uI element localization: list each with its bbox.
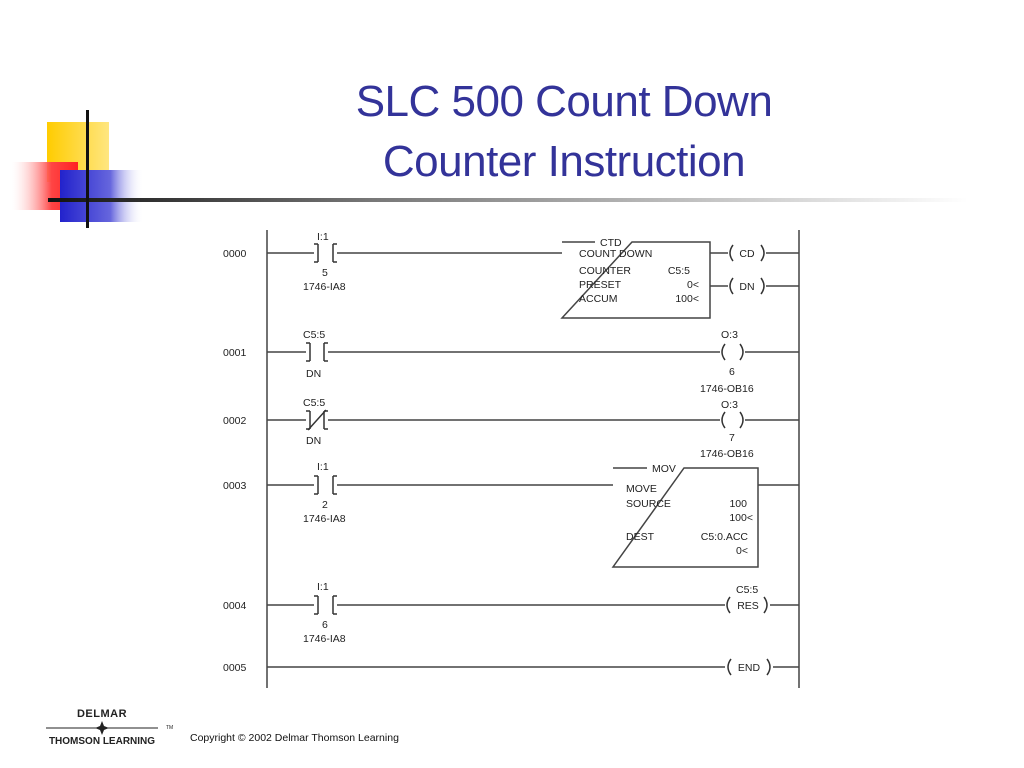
logo-top-text: DELMAR	[76, 708, 128, 720]
contact-bit: DN	[306, 368, 321, 380]
coil-o3-7	[721, 411, 744, 429]
contact-address: C5:5	[303, 397, 325, 409]
res-address: C5:5	[736, 584, 758, 596]
end-instruction	[727, 658, 771, 676]
coil-o3-6	[721, 343, 744, 361]
ctd-row-label: ACCUM	[579, 293, 618, 305]
rung-number-0004: 0004	[223, 600, 247, 612]
ctd-output-cd: CD	[739, 248, 755, 260]
mov-row-value: 0<	[736, 545, 748, 557]
mov-row-value: C5:0.ACC	[701, 531, 749, 543]
decorative-corner-graphic	[12, 110, 968, 228]
deco-horizontal-line	[48, 198, 968, 202]
end-label: END	[738, 662, 761, 674]
coil-module: 1746-OB16	[700, 448, 754, 460]
mov-name: MOV	[652, 463, 676, 475]
mov-row-value: 100	[729, 498, 747, 510]
logo-star-icon	[46, 721, 158, 735]
rung-number-0003: 0003	[223, 480, 247, 492]
ctd-description: COUNT DOWN	[579, 248, 652, 260]
contact-xic-c5-5-dn	[306, 342, 328, 362]
contact-module: 1746-IA8	[303, 513, 346, 525]
rung-number-0000: 0000	[223, 248, 247, 260]
contact-xic-i1-2	[314, 475, 337, 495]
contact-address: I:1	[317, 581, 329, 593]
contact-bit: DN	[306, 435, 321, 447]
coil-address: O:3	[721, 399, 738, 411]
logo-trademark: TM	[166, 725, 174, 731]
rung-number-0002: 0002	[223, 415, 247, 427]
ctd-row-value: 0<	[687, 279, 699, 291]
mov-instruction-block	[611, 467, 759, 568]
publisher-logo: DELMAR THOMSON LEARNING TM	[38, 708, 178, 748]
coil-module: 1746-OB16	[700, 383, 754, 395]
title-line-2: Counter Instruction	[382, 137, 746, 186]
copyright-notice: Copyright © 2002 Delmar Thomson Learning	[190, 732, 399, 744]
coil-address: O:3	[721, 329, 738, 341]
ctd-name: CTD	[600, 237, 622, 249]
contact-module: 1746-IA8	[303, 281, 346, 293]
mov-row-label: SOURCE	[626, 498, 671, 510]
coil-bit: 7	[729, 432, 735, 444]
mov-row-value: 100<	[729, 512, 753, 524]
rung-number-0001: 0001	[223, 347, 247, 359]
contact-address: C5:5	[303, 329, 325, 341]
coil-cd	[729, 244, 765, 262]
res-label: RES	[737, 600, 759, 612]
rung-number-0005: 0005	[223, 662, 247, 674]
contact-bit: 5	[322, 267, 328, 279]
logo-bottom-text: THOMSON LEARNING	[48, 736, 156, 747]
slide-title: SLC 500 Count Down Counter Instruction	[250, 72, 878, 192]
ctd-row-label: COUNTER	[579, 265, 631, 277]
mov-row-label: MOVE	[626, 483, 657, 495]
contact-address: I:1	[317, 231, 329, 243]
contact-bit: 6	[322, 619, 328, 631]
deco-blue-square	[60, 170, 144, 222]
coil-res	[726, 596, 768, 614]
contact-xic-i1-6	[314, 595, 337, 615]
ctd-instruction-block	[560, 241, 711, 319]
ctd-row-label: PRESET	[579, 279, 622, 291]
deco-vertical-line	[86, 110, 89, 228]
ctd-row-value: C5:5	[668, 265, 690, 277]
contact-module: 1746-IA8	[303, 633, 346, 645]
ctd-output-dn: DN	[739, 281, 754, 293]
contact-bit: 2	[322, 499, 328, 511]
contact-xic-i1-5	[314, 243, 337, 263]
contact-address: I:1	[317, 461, 329, 473]
coil-dn	[729, 277, 765, 295]
coil-bit: 6	[729, 366, 735, 378]
mov-row-label: DEST	[626, 531, 655, 543]
ctd-row-value: 100<	[675, 293, 699, 305]
title-line-1: SLC 500 Count Down	[355, 77, 773, 126]
contact-xio-c5-5-dn	[306, 409, 328, 431]
